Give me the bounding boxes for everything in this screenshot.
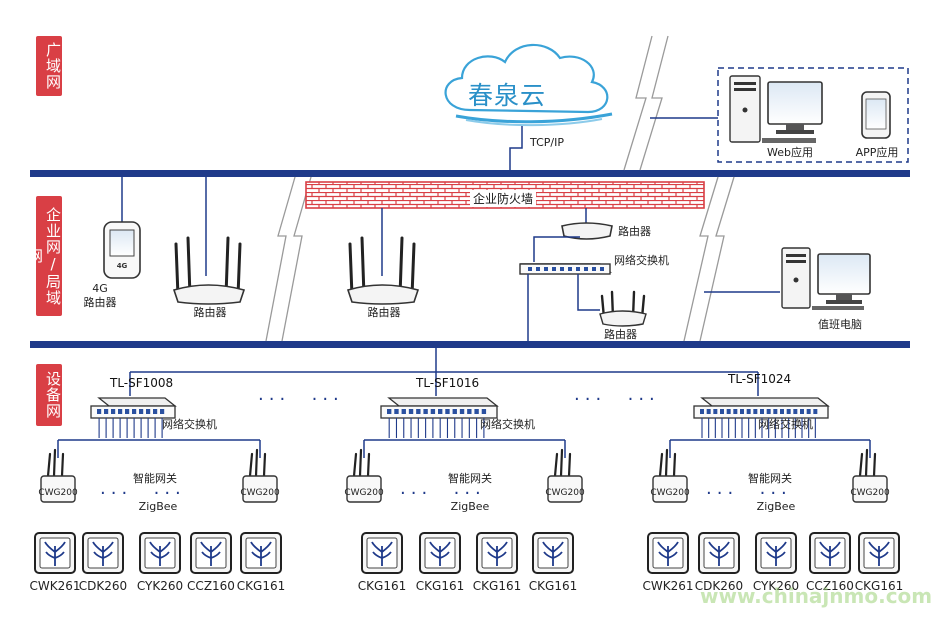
firewall-label: 企业防火墙 bbox=[470, 190, 537, 207]
smart-device-icon bbox=[476, 532, 518, 574]
device-group-3 bbox=[647, 397, 900, 574]
device-model: CKG161 bbox=[528, 579, 578, 593]
lan-bus bbox=[30, 341, 910, 348]
smart-device-icon bbox=[82, 532, 124, 574]
ellipsis: ··· ··· bbox=[706, 483, 792, 504]
network-switch-icon bbox=[519, 263, 612, 275]
device-model: CDK260 bbox=[78, 579, 128, 593]
device-model: CCZ160 bbox=[187, 579, 235, 593]
smart-device-icon bbox=[361, 532, 403, 574]
gateway-icon bbox=[40, 448, 76, 503]
router-top-label: 路由器 bbox=[618, 225, 651, 238]
wan-break bbox=[623, 35, 669, 171]
protocol-label-2: ZigBee bbox=[450, 500, 490, 513]
smart-device-icon bbox=[809, 532, 851, 574]
lan-switch-label: 网络交换机 bbox=[614, 254, 669, 267]
switch-label-1: 网络交换机 bbox=[162, 418, 217, 431]
switch-model-1: TL-SF1008 bbox=[110, 376, 174, 390]
device-model: CWK261 bbox=[29, 579, 81, 593]
ellipsis: ··· ··· bbox=[100, 483, 186, 504]
gateway-icon bbox=[852, 448, 888, 503]
router-icon bbox=[561, 222, 613, 240]
gateway-model: CWG200 bbox=[545, 488, 585, 498]
zone-tab-lan: 企业网/局域网 bbox=[26, 196, 62, 316]
router-4g-label-line2: 路由器 bbox=[83, 296, 117, 309]
wifi-router-icon bbox=[599, 290, 647, 327]
device-model: CKG161 bbox=[854, 579, 904, 593]
gateway-icon bbox=[242, 448, 278, 503]
router-b-label: 路由器 bbox=[367, 306, 401, 319]
switch-model-2: TL-SF1016 bbox=[416, 376, 480, 390]
duty-computer-icon bbox=[781, 247, 871, 310]
router-a-label: 路由器 bbox=[193, 306, 227, 319]
lan-break-left bbox=[265, 176, 312, 342]
device-model: CKG161 bbox=[357, 579, 407, 593]
device-model: CYK260 bbox=[752, 579, 800, 593]
gateway-icon bbox=[547, 448, 583, 503]
router-right-label: 路由器 bbox=[604, 328, 637, 341]
smart-device-icon bbox=[34, 532, 76, 574]
smart-device-icon bbox=[698, 532, 740, 574]
gateway-icon bbox=[652, 448, 688, 503]
smartphone-icon bbox=[861, 91, 891, 139]
device-group-2 bbox=[346, 397, 583, 574]
device-model: CKG161 bbox=[472, 579, 522, 593]
smart-device-icon bbox=[532, 532, 574, 574]
wan-bus bbox=[30, 170, 910, 177]
4g-router-icon: 4G bbox=[103, 221, 141, 279]
zone-tab-device: 设备网 bbox=[36, 364, 62, 426]
device-model: CDK260 bbox=[694, 579, 744, 593]
gateway-icon bbox=[346, 448, 382, 503]
device-group-1 bbox=[34, 397, 282, 574]
switch-label-2: 网络交换机 bbox=[480, 418, 535, 431]
wifi-router-icon bbox=[346, 236, 420, 305]
smart-device-icon bbox=[240, 532, 282, 574]
gateway-model: CWG200 bbox=[240, 488, 280, 498]
wan-client-box bbox=[717, 67, 909, 163]
gateway-label-1: 智能网关 bbox=[133, 472, 177, 485]
router-4g-label-line1: 4G bbox=[92, 282, 108, 295]
gateway-label-2: 智能网关 bbox=[448, 472, 492, 485]
ellipsis: ··· ··· bbox=[258, 389, 344, 410]
gateway-label-3: 智能网关 bbox=[748, 472, 792, 485]
device-model: CWK261 bbox=[642, 579, 694, 593]
ellipsis: ··· ··· bbox=[400, 483, 486, 504]
tcpip-label: TCP/IP bbox=[530, 136, 564, 149]
gateway-model: CWG200 bbox=[38, 488, 78, 498]
switch-label-3: 网络交换机 bbox=[758, 418, 813, 431]
smart-device-icon bbox=[755, 532, 797, 574]
ellipsis: ··· ··· bbox=[574, 389, 660, 410]
web-app-label: Web应用 bbox=[767, 146, 813, 159]
zone-tab-wan: 广域网 bbox=[36, 36, 62, 96]
protocol-label-1: ZigBee bbox=[138, 500, 178, 513]
switch-icon bbox=[693, 397, 830, 419]
wifi-router-icon bbox=[172, 236, 246, 305]
device-model: CYK260 bbox=[136, 579, 184, 593]
svg-text:4G: 4G bbox=[117, 262, 128, 270]
protocol-label-3: ZigBee bbox=[756, 500, 796, 513]
device-model: CKG161 bbox=[236, 579, 286, 593]
cloud-name: 春泉云 bbox=[468, 81, 547, 110]
device-model: CKG161 bbox=[415, 579, 465, 593]
gateway-model: CWG200 bbox=[344, 488, 384, 498]
gateway-model: CWG200 bbox=[850, 488, 890, 498]
device-model: CCZ160 bbox=[806, 579, 854, 593]
smart-device-icon bbox=[139, 532, 181, 574]
cloud-icon bbox=[444, 43, 613, 127]
switch-icon bbox=[380, 397, 499, 419]
mobile-app-label: APP应用 bbox=[855, 146, 899, 159]
smart-device-icon bbox=[858, 532, 900, 574]
smart-device-icon bbox=[647, 532, 689, 574]
gateway-model: CWG200 bbox=[650, 488, 690, 498]
duty-pc-label: 值班电脑 bbox=[818, 318, 862, 331]
watermark: www.chinajnmo.com bbox=[700, 584, 933, 608]
smart-device-icon bbox=[419, 532, 461, 574]
desktop-computer-icon bbox=[729, 75, 823, 143]
switch-icon bbox=[90, 397, 177, 419]
switch-model-3: TL-SF1024 bbox=[728, 372, 792, 386]
tcpip-link bbox=[509, 126, 523, 170]
lan-break-right bbox=[683, 176, 735, 342]
smart-device-icon bbox=[190, 532, 232, 574]
